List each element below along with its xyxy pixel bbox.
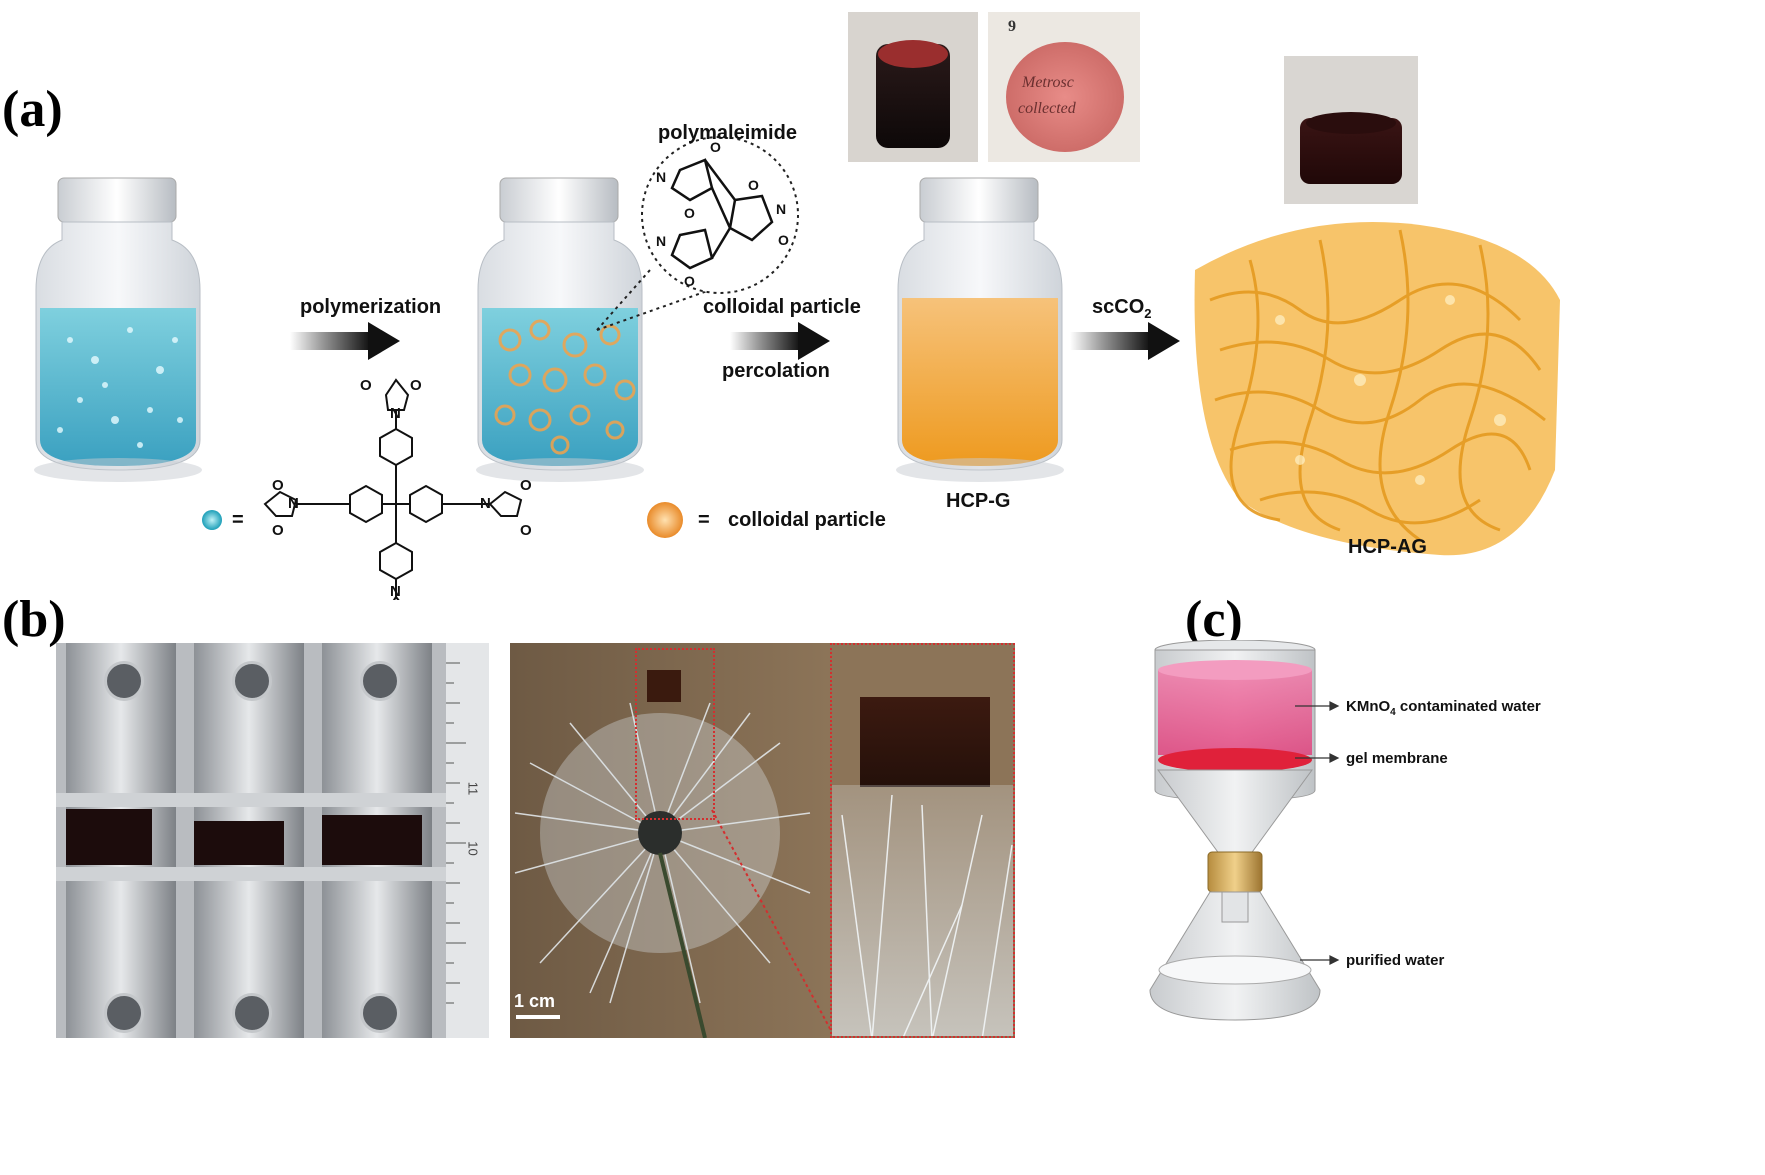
svg-text:N: N: [656, 233, 666, 249]
gel-membrane-shape: [1158, 748, 1312, 772]
label-scco2: scCO2: [1092, 296, 1152, 321]
polymaleimide-zoom: NOO NOO NO: [596, 136, 799, 331]
label-polymerization: polymerization: [300, 296, 442, 318]
scale-bar-label: 1 cm: [514, 991, 556, 1011]
photo-aerogel: [1284, 56, 1418, 204]
zoom-connector: [711, 809, 835, 1037]
svg-text:O: O: [272, 522, 284, 539]
legend-monomer-equals: =: [232, 509, 244, 531]
monomer-atom-labels: NOO NOO NOO NOO: [272, 377, 532, 600]
ruler: [446, 662, 466, 1004]
svg-text:O: O: [684, 205, 695, 221]
arrow-percolation: [730, 322, 830, 360]
colloidal-particle-icon: [647, 502, 683, 538]
arrow-polymerization: [290, 322, 400, 360]
photo-gel-disc: 9 Metrosc collected: [988, 12, 1140, 162]
label-hcp-ag: HCP-AG: [1348, 536, 1427, 558]
svg-text:O: O: [520, 477, 532, 494]
label-hcp-g: HCP-G: [946, 490, 1011, 512]
monomer-dot-icon: [202, 510, 222, 530]
svg-text:N: N: [390, 405, 401, 422]
vial-colloid: [476, 177, 644, 482]
svg-text:N: N: [480, 495, 491, 512]
svg-text:O: O: [360, 377, 372, 394]
svg-text:O: O: [410, 377, 422, 394]
svg-text:O: O: [778, 232, 789, 248]
photo-gel-cylinder: [848, 12, 978, 162]
svg-text:N: N: [288, 495, 299, 512]
label-gel-membrane: gel membrane: [1346, 750, 1448, 767]
label-polymaleimide: polymaleimide: [658, 122, 797, 144]
panel-a-illustration: NOO NOO NO: [34, 136, 1560, 600]
dandelion-seeds: [514, 670, 811, 1038]
legend-particle-label: colloidal particle: [728, 509, 886, 531]
legend-particle-equals: =: [698, 509, 710, 531]
svg-text:O: O: [520, 522, 532, 539]
label-purified-water: purified water: [1346, 952, 1445, 969]
ruler-number-10: 10: [465, 841, 481, 856]
vial-monomer: [34, 177, 202, 482]
svg-text:O: O: [684, 273, 695, 289]
aerogel-network: [1194, 222, 1560, 556]
zoom-box: [635, 648, 715, 820]
photo-dandelion-zoom: [830, 643, 1015, 1038]
label-percolation: percolation: [722, 360, 830, 382]
ruler-number-11: 11: [465, 781, 481, 796]
svg-text:N: N: [390, 583, 401, 600]
vial-gel: [896, 177, 1064, 482]
arrow-scco2: [1070, 322, 1180, 360]
svg-text:N: N: [656, 169, 666, 185]
panel-label-a: (a): [2, 81, 63, 138]
label-colloidal-particle: colloidal particle: [703, 296, 861, 318]
monomer-structure: [263, 378, 523, 600]
photo-dandelion: 1 cm: [510, 643, 830, 1038]
photo-compression-rig: 11 10: [56, 643, 489, 1038]
filtration-apparatus: [1149, 640, 1340, 1021]
label-kmno4-water: KMnO4 contaminated water: [1346, 698, 1541, 718]
zoom-seeds: [841, 794, 1013, 1036]
panel-label-c: (c): [1185, 591, 1243, 648]
panel-label-b: (b): [2, 591, 66, 648]
svg-text:O: O: [748, 177, 759, 193]
svg-text:N: N: [776, 201, 786, 217]
svg-text:O: O: [272, 477, 284, 494]
scale-bar: [516, 1015, 560, 1019]
svg-text:O: O: [710, 139, 721, 155]
